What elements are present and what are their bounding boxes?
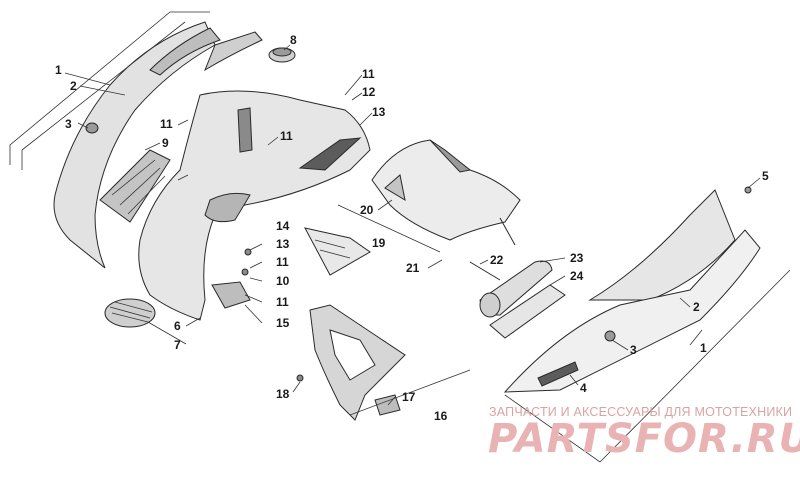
callout-13-top: 13 [372,105,386,119]
strut-part-22 [469,261,501,281]
leader-lines [64,44,761,406]
callout-2-right: 2 [693,300,700,314]
guide-line-part-2 [21,21,186,170]
callout-1-left: 1 [55,63,62,77]
grommet-part-8 [268,47,296,63]
callout-19: 19 [372,236,386,250]
callout-1-right: 1 [700,341,707,355]
guide-line-part-1 [9,11,210,165]
cylinder-part-23 [479,260,566,339]
inner-tray-part-20 [371,139,521,246]
callout-3-right: 3 [630,343,637,357]
callout-8: 8 [290,33,297,47]
left-front-fairing [53,21,263,269]
callout-12: 12 [362,85,376,99]
callout-13-mid: 13 [276,237,290,251]
callout-11-lower: 11 [276,255,289,269]
callout-22: 22 [490,253,504,267]
watermark-brand-logo: PARTSFOR.RU [488,416,800,462]
callout-10: 10 [276,274,290,288]
callout-11-left: 11 [160,117,173,131]
callout-4: 4 [580,381,587,395]
lower-center-piece [296,304,406,421]
callout-18: 18 [276,387,290,401]
callout-17: 17 [402,390,416,404]
callout-23: 23 [570,251,584,265]
lens-part-14 [304,227,371,276]
callout-24: 24 [570,269,584,283]
callout-2-left: 2 [70,79,77,93]
callout-9: 9 [162,136,169,150]
guide-line-part-19 [337,204,441,253]
callout-15: 15 [276,316,290,330]
callout-20: 20 [360,203,374,217]
callout-16: 16 [434,409,448,423]
bracket-part-15 [211,248,252,309]
callout-21: 21 [406,261,420,275]
callout-11-bottom: 11 [276,295,289,309]
callout-6: 6 [174,319,181,333]
vent-part-9 [99,149,171,223]
callout-labels: 1 2 3 8 11 12 13 9 11 11 20 19 14 13 11 … [55,33,769,423]
right-side-panel [503,186,761,393]
central-nose-body [104,90,371,328]
callout-11-mid: 11 [280,129,293,143]
callout-5: 5 [762,169,769,183]
callout-7: 7 [174,338,181,352]
callout-14: 14 [276,219,290,233]
callout-11-top: 11 [362,67,375,81]
callout-3-left: 3 [65,117,72,131]
guide-line-part-16 [349,369,471,416]
guide-line-part-1-right [504,269,791,463]
watermark-tagline: ЗАПЧАСТИ И АКСЕССУАРЫ ДЛЯ МОТОТЕХНИКИ [489,405,793,419]
